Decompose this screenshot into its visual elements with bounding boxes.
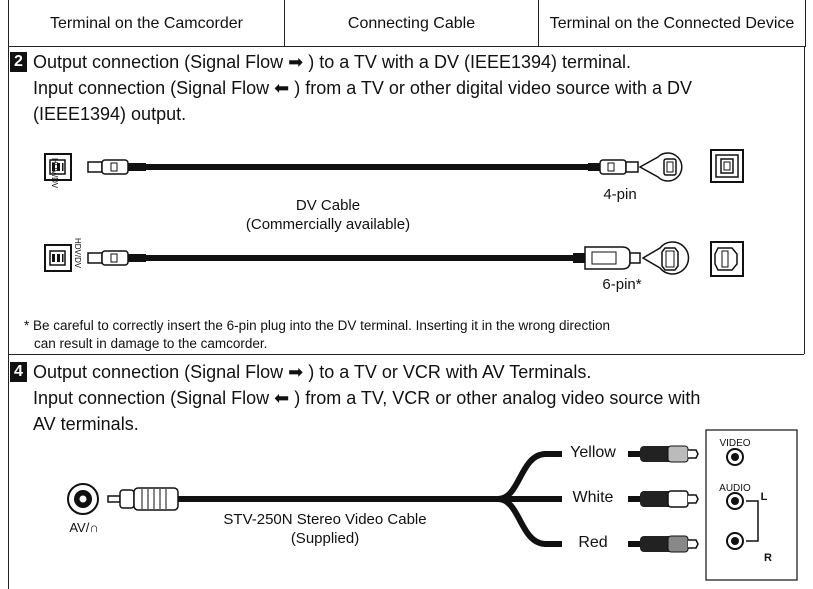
pin6-label: 6-pin*	[602, 276, 642, 293]
rca-plug-yellow	[628, 445, 699, 463]
yellow-label: Yellow	[570, 444, 616, 461]
audio-r-terminal-icon	[726, 532, 744, 550]
header-connecting-cable: Connecting Cable	[285, 0, 539, 46]
connection-table-header: Terminal on the Camcorder Connecting Cab…	[8, 0, 806, 47]
dv-6pin-plug	[573, 246, 641, 270]
audio-l-label: L	[760, 491, 768, 503]
section4-line3: AV terminals.	[33, 414, 139, 434]
white-label: White	[572, 489, 614, 506]
hdv-dv-port-icon-top	[44, 153, 72, 181]
dv-4pin-plug	[588, 159, 639, 175]
dv-plug-left-bottom	[87, 250, 146, 266]
rca-plug-red	[628, 535, 699, 553]
av-jack-label: AV/∩	[69, 520, 99, 535]
step-number-2: 2	[10, 52, 27, 72]
rca-plug-white	[628, 490, 699, 508]
header-connected-device-terminal: Terminal on the Connected Device	[549, 14, 795, 32]
video-terminal-icon	[726, 448, 744, 466]
dv-plug-left-top	[87, 159, 146, 175]
section2-line2: Input connection (Signal Flow ⬅ ) from a…	[33, 78, 693, 98]
hdv-dv-port-icon-bottom	[44, 244, 72, 272]
pin4-label: 4-pin	[603, 186, 637, 203]
hdv-dv-label-bottom: HDV/DV	[73, 238, 82, 269]
section4-line1: Output connection (Signal Flow ➡ ) to a …	[33, 362, 592, 382]
red-label: Red	[578, 534, 608, 551]
section2-line3: (IEEE1394) output.	[33, 104, 187, 124]
av-terminal-panel	[705, 429, 798, 581]
section4-line2: Input connection (Signal Flow ⬅ ) from a…	[33, 388, 701, 408]
step-number-4: 4	[10, 362, 27, 382]
header-camcorder-terminal: Terminal on the Camcorder	[9, 0, 285, 46]
dv-4pin-port-icon	[710, 149, 744, 183]
audio-r-label: R	[764, 552, 772, 564]
hdv-dv-label-top: HDV/DV	[50, 158, 59, 189]
section-divider	[8, 354, 804, 355]
dv-6pin-port-icon	[710, 241, 744, 277]
av-jack-icon	[67, 483, 99, 515]
right-border	[804, 46, 805, 354]
dv-cable-availability: (Commercially available)	[245, 216, 411, 233]
video-terminal-label: VIDEO	[719, 438, 751, 449]
footnote-line1: * Be careful to correctly insert the 6-p…	[24, 318, 611, 333]
audio-l-terminal-icon	[726, 492, 744, 510]
dv-cable-label: DV Cable	[295, 197, 361, 214]
audio-terminal-label: AUDIO	[719, 483, 751, 494]
av-minijack-plug	[107, 487, 179, 511]
left-border	[8, 46, 9, 589]
section2-line1: Output connection (Signal Flow ➡ ) to a …	[33, 52, 632, 72]
footnote-line2: can result in damage to the camcorder.	[34, 336, 268, 351]
stereo-cable-supplied: (Supplied)	[290, 530, 360, 547]
stereo-cable-label: STV-250N Stereo Video Cable	[223, 511, 427, 528]
